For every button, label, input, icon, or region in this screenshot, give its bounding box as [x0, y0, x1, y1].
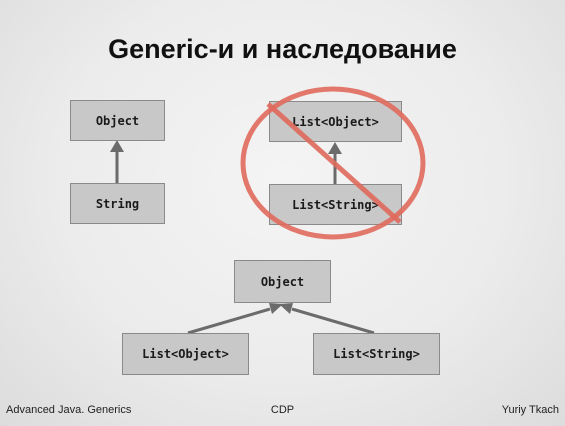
arrow-head-right: [328, 142, 342, 154]
arrow-head-bottom-right: [279, 303, 293, 314]
box-object-bottom: Object: [234, 260, 331, 303]
footer-left: Advanced Java. Generics: [6, 404, 132, 416]
arrow-bottom-left: [187, 307, 271, 335]
footer-right: Yuriy Tkach: [501, 404, 559, 416]
footer-center: CDP: [270, 404, 295, 416]
box-string: String: [70, 183, 165, 224]
arrow-head-left: [110, 140, 124, 152]
box-object-left: Object: [70, 100, 165, 141]
cross-out-slash: [266, 102, 402, 224]
arrow-head-bottom-left: [269, 303, 283, 314]
box-list-object-bottom: List<Object>: [122, 333, 249, 375]
arrow-bottom-right: [291, 307, 375, 335]
box-list-string-bottom: List<String>: [313, 333, 440, 375]
slide-title: Generic-и и наследование: [108, 34, 457, 64]
cross-out-circle: [240, 86, 426, 240]
